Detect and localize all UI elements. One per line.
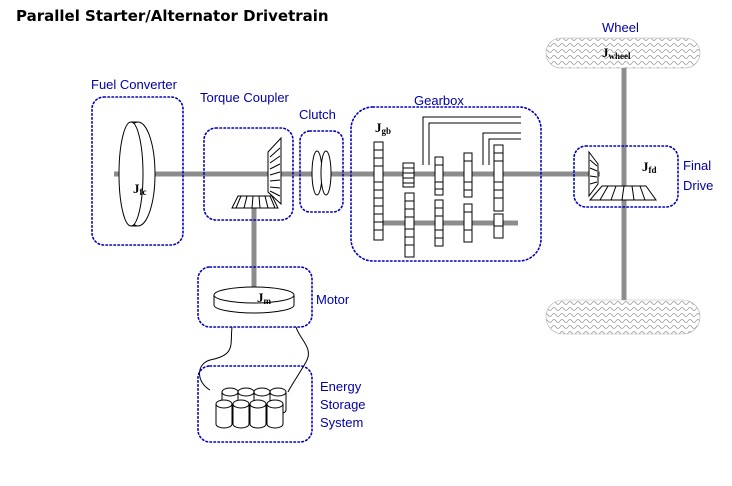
motor-box — [197, 266, 313, 328]
gearbox-box — [350, 106, 542, 262]
shift-rod-2 — [428, 122, 521, 165]
gearbox-main-gear-2 — [434, 156, 444, 196]
fuel-converter: Fuel Converter Jfc — [91, 77, 184, 246]
shift-rod-3 — [482, 132, 521, 165]
gearbox-counter-gear-2 — [434, 199, 444, 247]
fuel-converter-inertia: Jfc — [133, 181, 147, 197]
shift-rod-4 — [488, 138, 521, 165]
energy-storage-system: Energy Storage System — [197, 365, 366, 443]
diagram-title: Parallel Starter/Alternator Drivetrain — [16, 7, 329, 25]
clutch: Clutch — [299, 107, 344, 213]
gearbox-synchro-gear — [402, 162, 415, 188]
wheel-tire-top — [545, 37, 701, 69]
torque-coupler-box — [203, 127, 294, 221]
torque-coupler: Torque Coupler — [200, 90, 294, 221]
energy-storage-box — [197, 365, 313, 443]
final-drive: Final Drive Jfd — [573, 145, 713, 208]
gearbox-counter-gear-1 — [404, 192, 415, 258]
coupler-bevel-gear — [267, 136, 282, 206]
wheel-inertia: Jwheel — [602, 45, 631, 61]
shift-rod-1 — [422, 116, 521, 165]
wheel-label: Wheel — [602, 20, 639, 35]
final-drive-label-line2: Drive — [683, 178, 713, 193]
gearbox: Gearbox Jgb — [350, 93, 542, 262]
fuel-converter-box — [91, 96, 184, 246]
energy-storage-label-line2: Storage — [320, 397, 366, 412]
gearbox-main-gear-4 — [493, 144, 504, 212]
motor-inertia: Jm — [257, 290, 272, 306]
clutch-label: Clutch — [299, 107, 336, 122]
motor-label: Motor — [316, 292, 350, 307]
coupler-pinion-gear — [231, 195, 279, 209]
final-drive-label-line1: Final — [683, 158, 711, 173]
fuel-converter-label: Fuel Converter — [91, 77, 178, 92]
motor: Motor Jm — [197, 266, 350, 328]
energy-storage-label-line1: Energy — [320, 379, 362, 394]
wheel-tire-bottom — [545, 299, 701, 335]
energy-storage-label-line3: System — [320, 415, 363, 430]
gearbox-counter-gear-4 — [493, 213, 504, 239]
torque-coupler-label: Torque Coupler — [200, 90, 290, 105]
gearbox-inertia: Jgb — [375, 120, 391, 136]
wheel: Wheel Jwheel — [545, 20, 701, 335]
final-drive-pinion — [588, 150, 599, 198]
gearbox-main-gear-3 — [463, 152, 473, 198]
battery-cells-front — [215, 399, 284, 429]
gearbox-label: Gearbox — [414, 93, 464, 108]
gearbox-counter-gear-3 — [463, 203, 473, 243]
gearbox-input-gear — [373, 141, 384, 241]
clutch-box — [299, 130, 344, 213]
electrical-cable — [199, 326, 309, 393]
clutch-plate-right — [320, 150, 332, 196]
final-drive-inertia: Jfd — [642, 159, 657, 175]
final-drive-box — [573, 145, 679, 208]
